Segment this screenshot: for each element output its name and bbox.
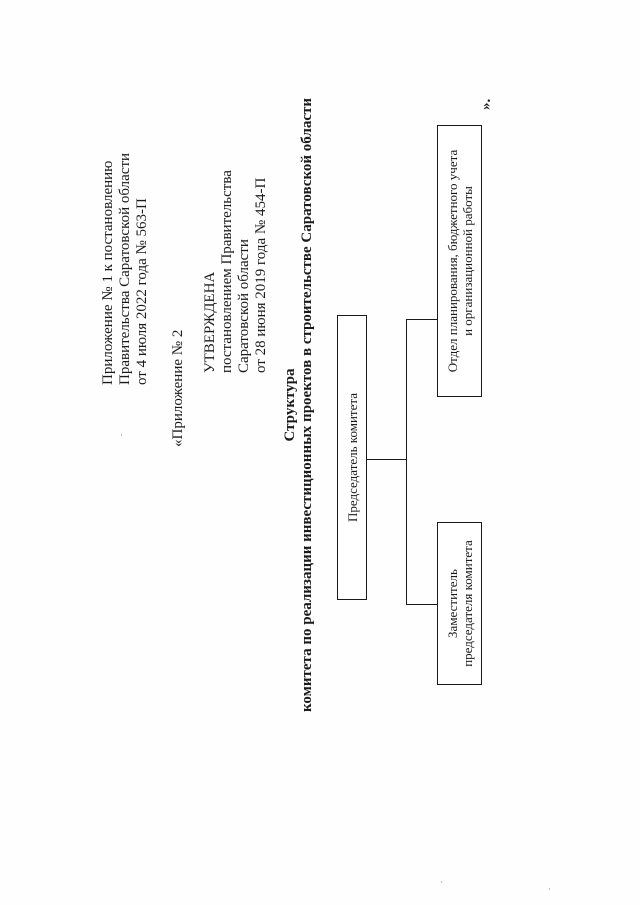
org-box-chairman: Председатель комитета: [337, 315, 367, 600]
scan-speck: ·: [120, 430, 123, 440]
document-subtitle: комитета по реализации инвестиционных пр…: [299, 97, 315, 713]
org-box-department: Отдел планирования, бюджетного учета и о…: [437, 125, 482, 397]
connector-line: [406, 603, 437, 605]
org-box-label: председателя комитета: [459, 540, 475, 667]
approval-header-line: Приложение № 1 к постановлению: [100, 160, 116, 385]
document-title: Структура: [282, 368, 298, 442]
org-box-label: Отдел планирования, бюджетного учета: [444, 149, 460, 373]
org-box-label: Председатель комитета: [344, 393, 360, 522]
scan-speck: ·: [548, 884, 551, 894]
approval-header-line: от 4 июля 2022 года № 563-П: [134, 198, 150, 385]
appendix-label: «Приложение № 2: [170, 330, 187, 447]
org-box-label: и организационной работы: [459, 186, 475, 336]
approval-header-line: Правительства Саратовской области: [117, 152, 133, 385]
org-box-deputy: Заместитель председателя комитета: [437, 522, 482, 685]
connector-line: [367, 458, 407, 460]
approved-block: УТВЕРЖДЕНА постановлением Правительства …: [202, 170, 270, 373]
approved-line: от 28 июня 2019 года № 454-П: [253, 177, 269, 373]
closing-quote: ».: [478, 98, 494, 110]
connector-line: [406, 320, 408, 605]
scan-speck: `: [440, 880, 443, 890]
connector-line: [406, 318, 437, 320]
appendix-label-text: «Приложение № 2: [170, 329, 186, 447]
approved-line: УТВЕРЖДЕНА: [202, 271, 218, 373]
approved-line: постановлением Правительства: [219, 170, 235, 373]
approved-line: Саратовской области: [236, 239, 252, 373]
org-box-label: Заместитель: [444, 569, 460, 638]
approval-header: Приложение № 1 к постановлению Правитель…: [100, 153, 151, 385]
